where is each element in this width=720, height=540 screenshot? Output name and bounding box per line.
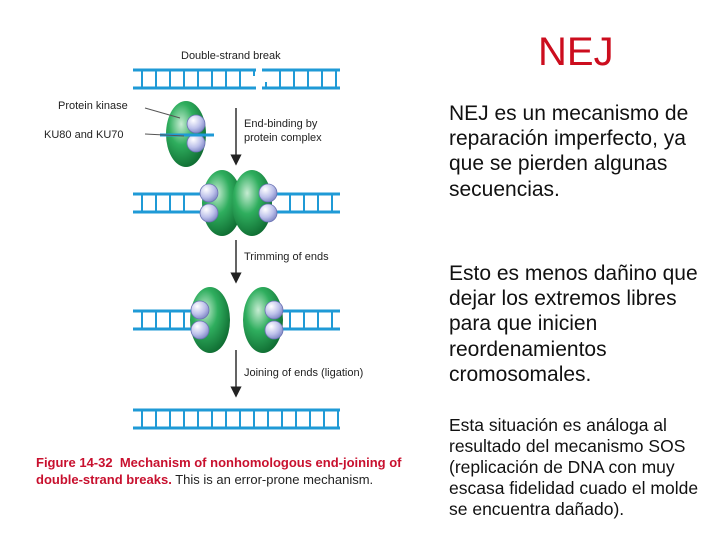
paragraph-1: NEJ es un mecanismo de reparación imperf…: [449, 102, 689, 201]
figure-number: Figure 14-32: [36, 455, 113, 470]
label-ku80-ku70: KU80 and KU70: [44, 129, 124, 141]
paragraph-2: Esto es menos dañino que dejar los extre…: [449, 262, 698, 386]
label-joining: Joining of ends (ligation): [244, 367, 363, 379]
dna-broken-row: [133, 68, 340, 90]
dna-bound-row: [133, 170, 340, 236]
protein-kinase-complex: [160, 101, 214, 167]
label-trimming: Trimming of ends: [244, 251, 329, 263]
label-double-strand-break: Double-strand break: [181, 50, 281, 62]
figure-caption-title: Mechanism of nonhomologous end-joining o…: [36, 455, 402, 487]
label-end-binding-1: End-binding by: [244, 118, 318, 130]
figure-caption-text: This is an error-prone mechanism.: [175, 471, 374, 487]
ku80-icon: [186, 114, 206, 134]
nej-mechanism-diagram: Double-strand break Protein kinase KU80 …: [44, 50, 363, 430]
label-protein-kinase: Protein kinase: [58, 100, 128, 112]
dna-joined-row: [133, 408, 340, 430]
slide-title: NEJ: [538, 30, 614, 74]
figure-caption: Figure 14-32 Mechanism of nonhomologous …: [36, 455, 426, 489]
label-end-binding-2: protein complex: [244, 132, 322, 144]
paragraph-3: Esta situación es análoga al resultado d…: [449, 415, 699, 519]
ku70-icon: [186, 133, 206, 153]
dna-trimmed-row: [133, 287, 340, 353]
